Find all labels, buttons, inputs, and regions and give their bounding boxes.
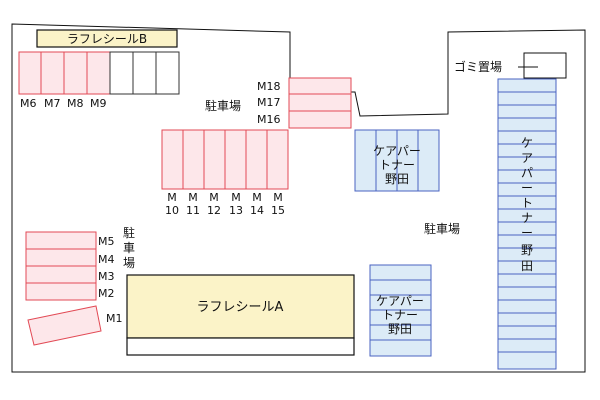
building-b bbox=[36, 29, 178, 48]
space-m11 bbox=[182, 129, 205, 190]
space-m9 bbox=[86, 51, 111, 95]
care-partner-1-line-3: 野田 bbox=[385, 172, 409, 186]
care-partner-2-line-3: 野田 bbox=[388, 322, 412, 336]
space-m5 bbox=[25, 231, 97, 250]
label-m10-bottom: 10 bbox=[165, 204, 179, 217]
space-m17 bbox=[288, 93, 352, 112]
space-m15 bbox=[266, 129, 289, 190]
care-partner-tall-char-6: ナ bbox=[521, 211, 533, 225]
care-partner-tall-char-5: ト bbox=[521, 196, 533, 210]
space-m16 bbox=[288, 110, 352, 129]
building-a-base bbox=[126, 337, 355, 356]
label-m14-top: M bbox=[252, 191, 262, 204]
garbage-area bbox=[523, 52, 567, 79]
label-m1: M1 bbox=[106, 312, 123, 325]
label-m17: M17 bbox=[257, 96, 281, 109]
building-a bbox=[126, 274, 355, 339]
label-m18: M18 bbox=[257, 80, 281, 93]
care-partner-tall-char-8: 野 bbox=[521, 243, 533, 257]
label-m8: M8 bbox=[67, 97, 84, 110]
label-m15-bottom: 15 bbox=[271, 204, 285, 217]
parking-left-char-3: 場 bbox=[123, 256, 135, 270]
care-partner-tall-char-9: 田 bbox=[521, 259, 533, 273]
label-m13-bottom: 13 bbox=[229, 204, 243, 217]
site-boundary bbox=[11, 23, 586, 373]
care-partner-2-line-1: ケアパー bbox=[376, 294, 424, 308]
space-m6 bbox=[18, 51, 42, 95]
care-partner-block-1 bbox=[354, 129, 440, 192]
parking-left-char-1: 駐 bbox=[123, 225, 135, 240]
care-partner-tall-char-2: ア bbox=[521, 151, 533, 165]
care-partner-tall-char-1: ケ bbox=[521, 136, 533, 150]
label-m4: M4 bbox=[98, 253, 115, 266]
label-m15-top: M bbox=[273, 191, 283, 204]
space-m13 bbox=[224, 129, 247, 190]
parking-center-label: 駐車場 bbox=[424, 221, 460, 236]
parking-left-char-2: 車 bbox=[123, 241, 135, 255]
care-partner-tall-block bbox=[497, 78, 557, 370]
space-m8 bbox=[63, 51, 88, 95]
label-m16: M16 bbox=[257, 113, 281, 126]
care-partner-block-2 bbox=[369, 264, 432, 357]
space-m1 bbox=[27, 305, 102, 346]
label-m9: M9 bbox=[90, 97, 107, 110]
care-partner-tall-char-3: パ bbox=[521, 166, 533, 180]
space-m14 bbox=[245, 129, 268, 190]
space-m4 bbox=[25, 248, 97, 267]
parking-row-m16-m18 bbox=[288, 77, 352, 129]
label-m12-top: M bbox=[209, 191, 219, 204]
space-empty-3 bbox=[155, 51, 180, 95]
space-empty-2 bbox=[132, 51, 157, 95]
label-m6: M6 bbox=[20, 97, 37, 110]
label-m5: M5 bbox=[98, 235, 115, 248]
label-m12-bottom: 12 bbox=[207, 204, 221, 217]
label-m3: M3 bbox=[98, 270, 115, 283]
label-m11-bottom: 11 bbox=[186, 204, 200, 217]
space-m12 bbox=[203, 129, 226, 190]
space-m2 bbox=[25, 282, 97, 301]
label-m14-bottom: 14 bbox=[250, 204, 264, 217]
building-a-label: ラフレシールA bbox=[197, 300, 284, 315]
label-m10-top: M bbox=[167, 191, 177, 204]
care-partner-tall-char-4: ー bbox=[521, 181, 533, 195]
parking-top-label: 駐車場 bbox=[205, 98, 241, 113]
space-m3 bbox=[25, 265, 97, 284]
parking-row-m10-m15 bbox=[161, 129, 289, 190]
care-partner-tall-char-7: ー bbox=[521, 226, 533, 240]
label-m7: M7 bbox=[44, 97, 61, 110]
space-empty-1 bbox=[109, 51, 134, 95]
care-partner-1-line-1: ケアパー bbox=[373, 144, 421, 158]
label-m11-top: M bbox=[188, 191, 198, 204]
care-partner-2-line-2: トナー bbox=[382, 308, 418, 322]
space-m18 bbox=[288, 77, 352, 95]
space-m10 bbox=[161, 129, 184, 190]
label-m2: M2 bbox=[98, 287, 115, 300]
building-b-label: ラフレシールB bbox=[67, 32, 147, 46]
parking-row-m6-m9 bbox=[18, 51, 180, 95]
garbage-label: ゴミ置場 bbox=[454, 59, 502, 74]
label-m13-top: M bbox=[231, 191, 241, 204]
space-m7 bbox=[40, 51, 65, 95]
care-partner-1-line-2: トナー bbox=[379, 158, 415, 172]
parking-row-m1-m5 bbox=[25, 231, 102, 346]
